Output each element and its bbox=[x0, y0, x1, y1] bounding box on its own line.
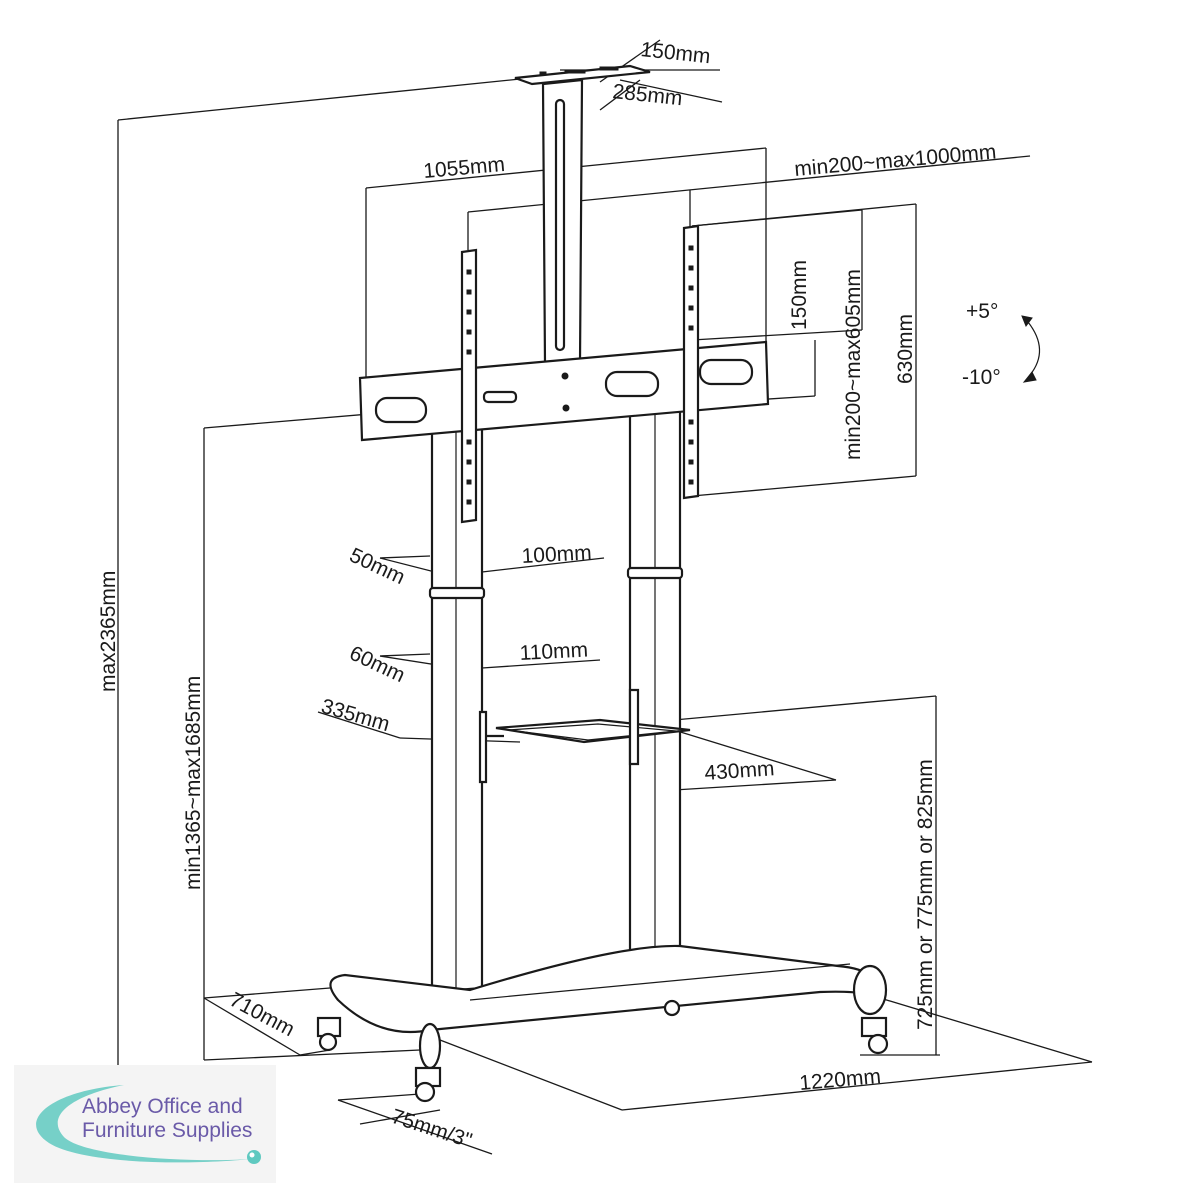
shelf-bracket-right bbox=[628, 688, 640, 766]
column-depth-lower-label: 60mm bbox=[346, 642, 409, 688]
caster bbox=[663, 999, 681, 1017]
tilt-arrow-head bbox=[1021, 315, 1033, 328]
vesa-arm-left bbox=[460, 248, 478, 524]
logo-line-2: Furniture Supplies bbox=[82, 1119, 253, 1142]
column-depth-upper-label: 50mm bbox=[346, 544, 409, 590]
shelf-depth-label: 335mm bbox=[319, 695, 393, 736]
caster bbox=[414, 1066, 442, 1103]
bracket-slot-right bbox=[698, 358, 754, 386]
stand-drawing bbox=[316, 64, 1041, 1103]
column-collar bbox=[428, 586, 486, 600]
tilt-arrow bbox=[1027, 321, 1041, 376]
bracket-height-label: 630mm bbox=[894, 314, 917, 384]
logo-line-1: Abbey Office and bbox=[82, 1095, 243, 1118]
tilt-down-label: -10° bbox=[962, 366, 1001, 389]
base-end bbox=[418, 1022, 442, 1070]
dimension-lines bbox=[117, 39, 1093, 1155]
max-height-label: max2365mm bbox=[97, 571, 120, 692]
bracket-slot-mid bbox=[604, 370, 660, 398]
plate-slot bbox=[564, 69, 586, 74]
top-plate-width-label: 150mm bbox=[639, 38, 711, 68]
column-width-upper-label: 100mm bbox=[521, 541, 592, 568]
caster bbox=[316, 1016, 342, 1052]
shelf-width-label: 430mm bbox=[704, 757, 775, 785]
vesa-arm-right bbox=[682, 224, 700, 500]
arm-holes bbox=[466, 245, 694, 505]
base-depth-label: 710mm bbox=[226, 988, 299, 1041]
shelf-height-label: 725mm or 775mm or 825mm bbox=[914, 759, 937, 1030]
plate-slot bbox=[599, 66, 619, 71]
bracket-slot-small bbox=[482, 390, 518, 404]
pole-slot bbox=[554, 98, 566, 352]
company-logo: Abbey Office and Furniture Supplies bbox=[14, 1065, 276, 1183]
vesa-horizontal-label: min200~max1000mm bbox=[793, 140, 997, 181]
tilt-arrow-head bbox=[1022, 371, 1037, 383]
media-shelf bbox=[495, 718, 691, 744]
mount-height-label: min1365~max1685mm bbox=[182, 676, 205, 890]
base-end bbox=[852, 964, 888, 1016]
column-width-lower-label: 110mm bbox=[519, 638, 589, 665]
column-collar bbox=[626, 566, 684, 580]
caster bbox=[860, 1016, 889, 1055]
bracket-slot-left bbox=[374, 396, 428, 424]
tilt-up-label: +5° bbox=[966, 300, 998, 323]
top-plate-depth-label: 285mm bbox=[611, 80, 683, 110]
plate-slot bbox=[539, 71, 547, 76]
base-width-label: 1220mm bbox=[798, 1065, 881, 1095]
bracket-width-label: 1055mm bbox=[422, 153, 505, 183]
base-frame bbox=[329, 944, 882, 1034]
vesa-vertical-label: min200~max605mm bbox=[842, 269, 865, 460]
logo-swoosh-icon bbox=[36, 1085, 261, 1164]
dimension-labels: 150mm 285mm 1055mm min200~max1000mm 150m… bbox=[97, 38, 1001, 1152]
vesa-step-label: 150mm bbox=[788, 260, 811, 330]
shelf-bracket-left bbox=[478, 710, 488, 784]
